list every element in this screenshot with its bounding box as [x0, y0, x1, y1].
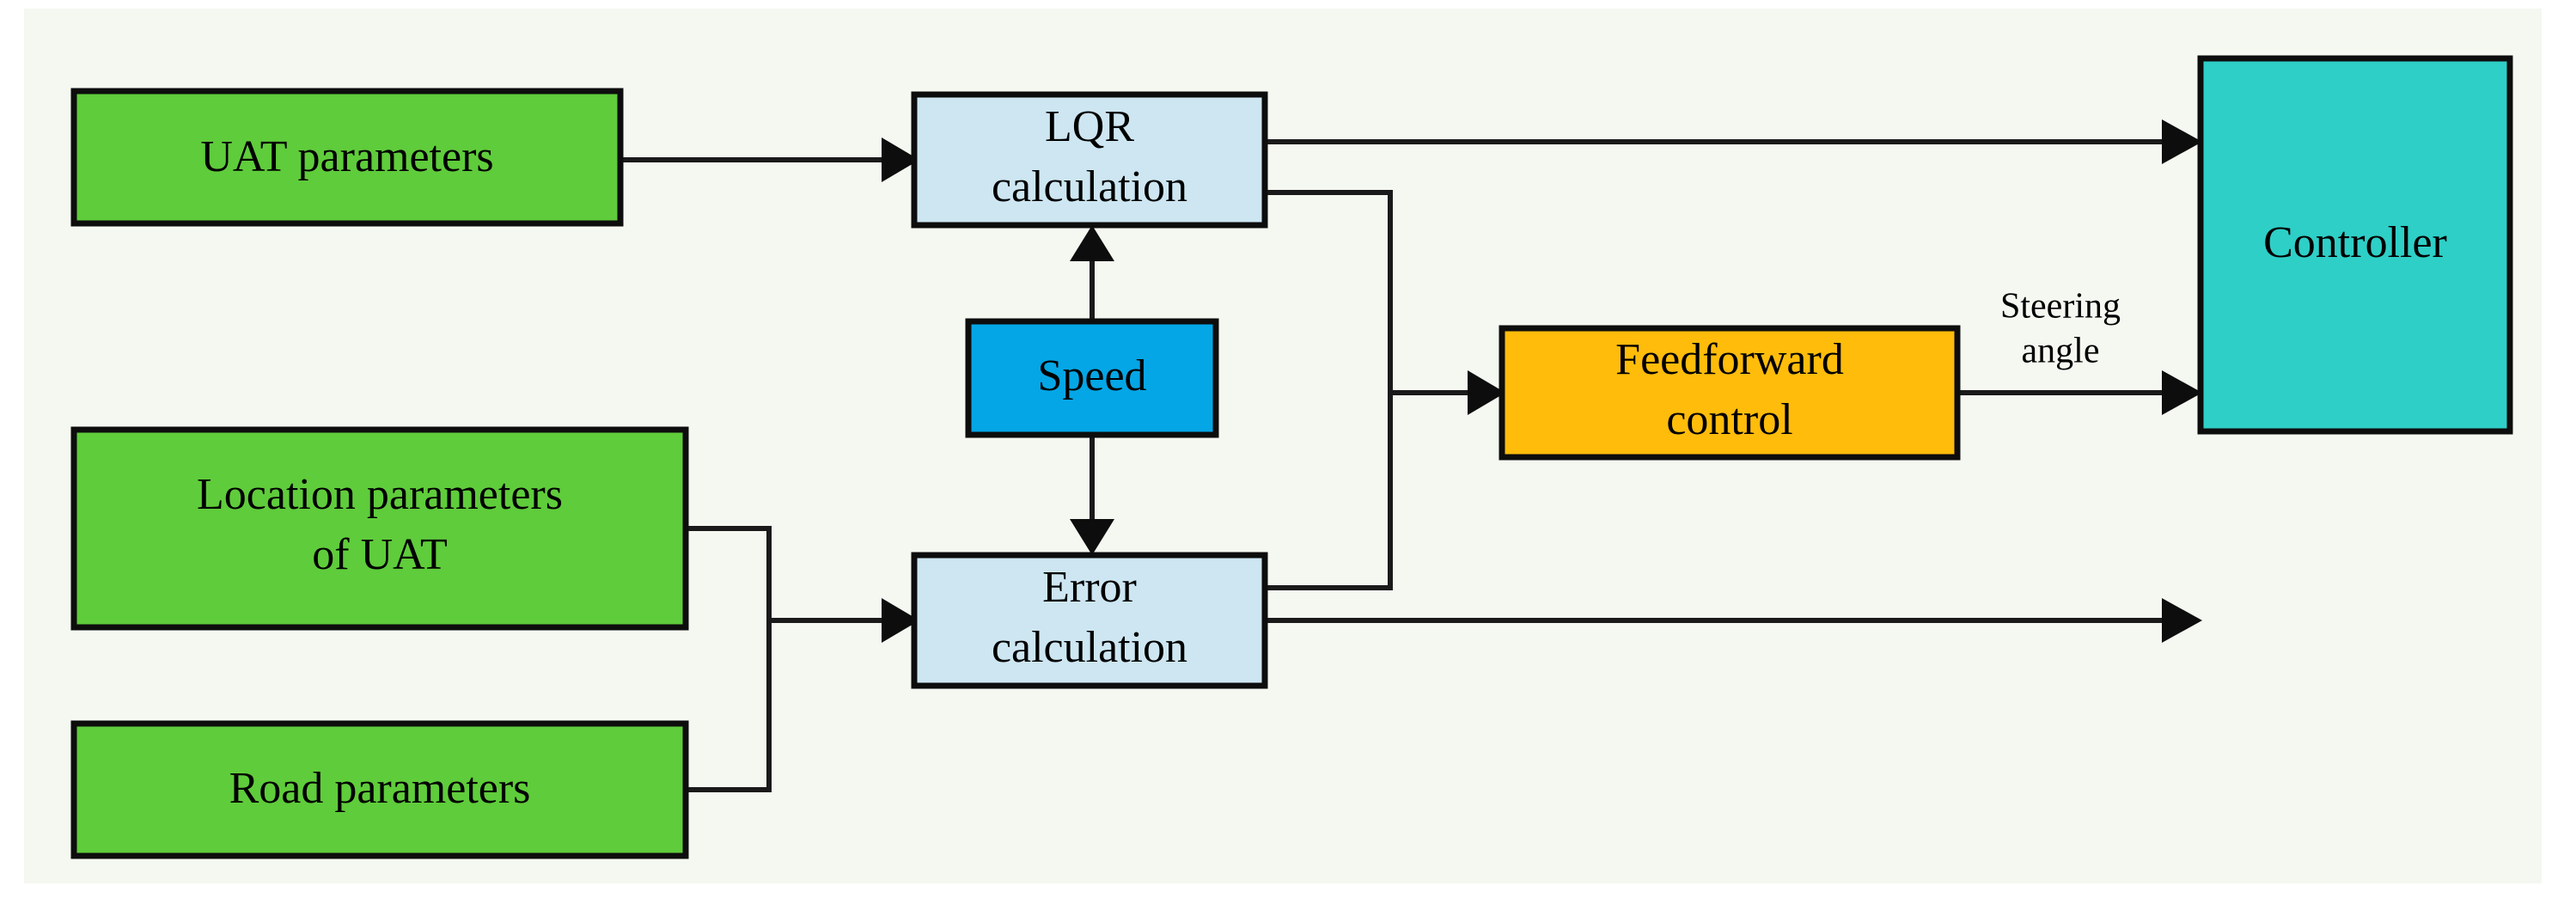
node-uat-parameters[interactable]: UAT parameters	[70, 88, 624, 227]
node-speed[interactable]: Speed	[965, 318, 1219, 438]
arrow-head-icon	[882, 137, 919, 182]
connector-speed-to-lqr	[1070, 225, 1114, 324]
arrow-head-icon	[1468, 370, 1505, 415]
node-error-calculation-label-line1: Error	[1042, 563, 1137, 612]
arrow-head-icon	[1070, 225, 1114, 261]
connector-speed-to-error	[1070, 432, 1114, 555]
connector-merge-to-feedforward	[1388, 370, 1505, 415]
node-error-calculation-shape[interactable]	[911, 552, 1268, 689]
connector-feedforward-to-controller	[1955, 370, 2202, 415]
connector-lqr-to-merge	[1262, 190, 1393, 395]
edge-label-steering-angle: Steering angle	[2000, 287, 2121, 371]
connector-error-to-merge	[1262, 390, 1393, 590]
node-controller-label: Controller	[2263, 218, 2447, 267]
edge-label-steering-angle-line1: Steering	[2000, 287, 2121, 327]
node-error-calculation-label-line2: calculation	[992, 623, 1187, 672]
node-speed-label: Speed	[1037, 351, 1146, 400]
node-lqr-calculation-label-line2: calculation	[992, 162, 1187, 211]
node-location-parameters-of-uat-label-line1: Location parameters	[197, 470, 563, 519]
node-location-parameters-of-uat[interactable]: Location parameters of UAT	[70, 426, 689, 631]
arrow-head-icon	[1070, 519, 1114, 555]
connector-location-road-to-error	[683, 526, 919, 792]
edge-label-steering-angle-line2: angle	[2022, 332, 2100, 371]
node-lqr-calculation-shape[interactable]	[911, 91, 1268, 229]
node-location-parameters-of-uat-label-line2: of UAT	[312, 530, 447, 579]
node-controller[interactable]: Controller	[2197, 55, 2513, 435]
node-road-parameters-shape[interactable]	[70, 720, 689, 859]
node-lqr-calculation[interactable]: LQR calculation	[911, 91, 1268, 229]
node-feedforward-control-label-line2: control	[1666, 395, 1792, 444]
node-feedforward-control[interactable]: Feedforward control	[1499, 325, 1961, 461]
arrow-head-icon	[2162, 370, 2202, 415]
arrow-head-icon	[2162, 598, 2202, 643]
connector-uat-to-lqr	[618, 137, 919, 182]
connector-error-to-controller	[1262, 598, 2202, 643]
node-uat-parameters-label: UAT parameters	[200, 132, 493, 181]
node-speed-shape[interactable]	[965, 318, 1219, 438]
node-feedforward-control-label-line1: Feedforward	[1615, 335, 1844, 384]
node-error-calculation[interactable]: Error calculation	[911, 552, 1268, 689]
arrow-head-icon	[882, 598, 919, 643]
node-road-parameters[interactable]: Road parameters	[70, 720, 689, 859]
arrow-head-icon	[2162, 119, 2202, 164]
node-road-parameters-label: Road parameters	[229, 764, 531, 813]
node-feedforward-control-shape[interactable]	[1499, 325, 1961, 461]
node-controller-shape[interactable]	[2197, 55, 2513, 435]
node-uat-parameters-shape[interactable]	[70, 88, 624, 227]
node-lqr-calculation-label-line1: LQR	[1045, 102, 1134, 151]
node-location-parameters-of-uat-shape[interactable]	[70, 426, 689, 631]
connector-lqr-to-controller	[1262, 119, 2202, 164]
